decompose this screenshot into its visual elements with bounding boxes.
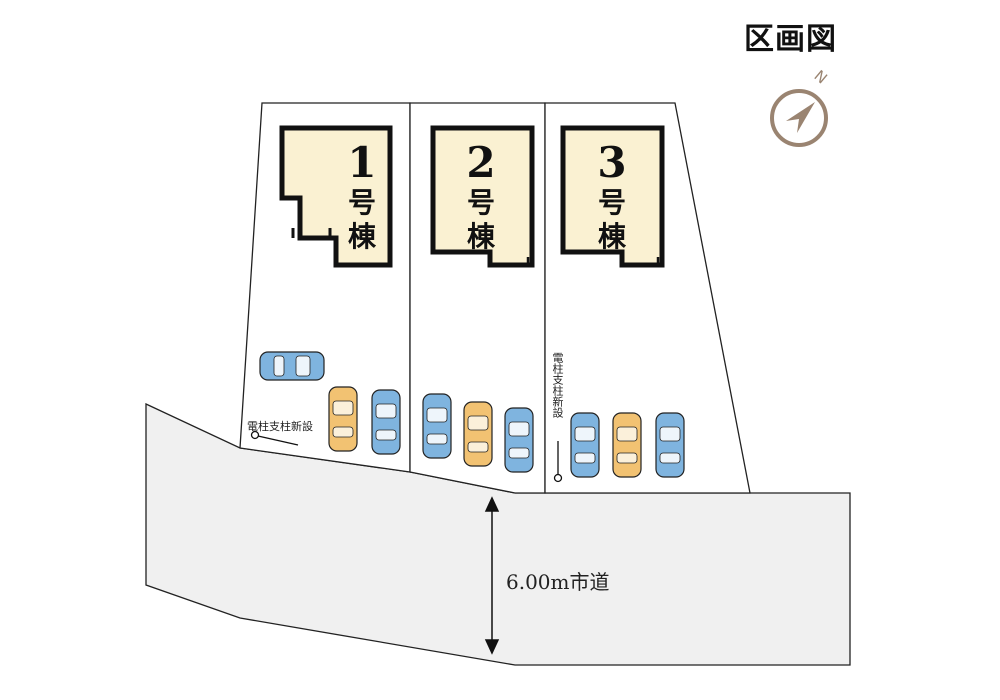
car [504,407,534,473]
building-kanji-to: 棟 [466,220,495,253]
car [612,412,642,478]
building-kanji-go: 号 [466,186,495,219]
building-kanji-to: 棟 [597,220,626,253]
car [655,412,685,478]
building-1-footprint [279,125,393,268]
pole-note-lot-1: 電柱支柱新設 [247,420,313,433]
building-1-label: 1 号 棟 [340,142,384,254]
building-3-footprint [560,125,665,268]
building-kanji-go: 号 [597,186,626,219]
building-number: 2 [466,138,496,187]
north-compass-icon [770,89,828,147]
utility-pole-1 [250,430,299,446]
building-kanji-to: 棟 [347,220,376,253]
car [570,412,600,478]
building-2-label: 2 号 棟 [459,142,503,254]
building-kanji-go: 号 [347,186,376,219]
car [463,401,493,467]
pole-note-lot-3: 電柱支柱新設 [551,352,564,418]
car [371,389,401,455]
road-width-arrow [484,496,500,655]
car [422,393,452,459]
building-2-footprint [430,125,535,268]
building-3-label: 3 号 棟 [590,142,634,254]
building-2-step [514,257,530,267]
building-number: 1 [347,138,377,187]
utility-pole-3 [553,441,563,483]
building-3-step [644,257,660,267]
car [259,351,325,381]
road-label: 6.00m市道 [506,570,610,594]
page-title: 区画図 [744,22,837,57]
building-1-step [291,228,332,238]
car [328,386,358,452]
building-number: 3 [597,138,627,187]
